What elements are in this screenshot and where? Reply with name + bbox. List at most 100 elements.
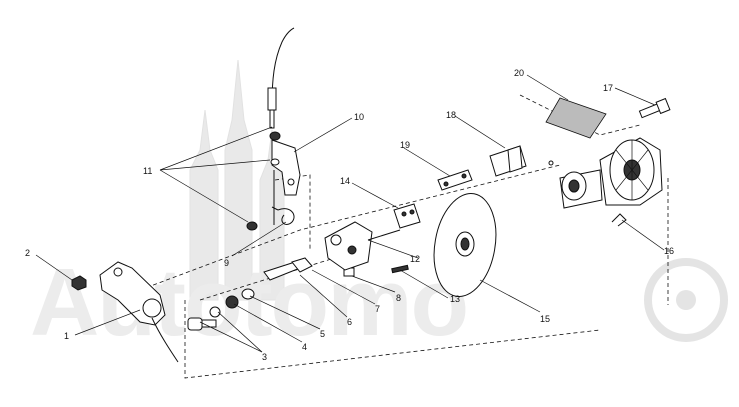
leader-12 xyxy=(367,239,419,259)
part-16-clip xyxy=(611,213,627,227)
leader-11a xyxy=(159,126,273,171)
cable-end xyxy=(269,109,275,129)
bolt-shank xyxy=(201,319,217,328)
guide-bracket xyxy=(274,174,311,250)
callout-6: 6 xyxy=(347,317,352,327)
leader-8 xyxy=(351,275,396,293)
housing-body xyxy=(324,221,373,271)
part-9-spring xyxy=(271,206,295,225)
watermark-wheel xyxy=(644,258,728,342)
callout-8: 8 xyxy=(396,293,401,303)
bracket-18-flange xyxy=(507,145,523,173)
part-15-sheave xyxy=(433,193,497,297)
leader-15 xyxy=(479,279,541,313)
spring-tail xyxy=(271,206,279,211)
cable-ferrule xyxy=(267,87,277,111)
part-4-nut xyxy=(225,295,239,309)
callout-15: 15 xyxy=(540,314,550,324)
watermark-wheel-hub xyxy=(676,290,696,310)
clutch-spider-arms xyxy=(615,140,649,200)
callout-3: 3 xyxy=(262,352,267,362)
part-20-decal xyxy=(545,97,607,139)
part-13-key xyxy=(391,264,409,274)
guide-main-axis xyxy=(139,164,561,291)
leader-20 xyxy=(526,74,569,101)
leader-17 xyxy=(614,87,656,106)
throttle-cable xyxy=(267,27,295,129)
leader-19 xyxy=(403,147,451,177)
callout-18: 18 xyxy=(446,110,456,120)
callout-16: 16 xyxy=(664,246,674,256)
watermark-spire-center xyxy=(224,59,253,301)
nut-middle xyxy=(270,158,280,166)
part-14-block xyxy=(393,203,421,229)
guide-lower xyxy=(184,300,601,379)
guide-decal xyxy=(519,94,641,136)
leader-13 xyxy=(399,269,449,299)
callout-17: 17 xyxy=(603,83,613,93)
bracket-hole xyxy=(287,178,295,186)
callout-7: 7 xyxy=(375,304,380,314)
block-hole-1 xyxy=(401,211,407,217)
part-19-plate xyxy=(437,169,473,191)
part-12-housing xyxy=(324,221,401,271)
clutch-collar-bore xyxy=(568,179,580,193)
part-1-lever xyxy=(99,261,179,363)
callout-12: 12 xyxy=(410,254,420,264)
washer xyxy=(209,306,221,318)
callout-2: 2 xyxy=(25,248,30,258)
part-18-bracket xyxy=(489,145,527,177)
lever-boss xyxy=(142,298,162,318)
leader-5 xyxy=(249,295,321,330)
nut-upper xyxy=(269,131,281,141)
part-6-link xyxy=(263,257,313,281)
leader-2 xyxy=(35,254,73,281)
plate-body xyxy=(437,169,473,191)
bolt-head xyxy=(187,317,203,331)
watermark: Autotomo xyxy=(30,59,728,356)
part-5-washer xyxy=(241,288,255,300)
leader-1 xyxy=(74,309,141,336)
callout-labels: 1 2 3 4 5 6 7 8 9 10 11 12 13 14 15 16 1… xyxy=(25,68,674,362)
plate-hole-1 xyxy=(443,181,449,187)
link-end xyxy=(291,257,313,273)
callout-5: 5 xyxy=(320,329,325,339)
part-10-bracket xyxy=(271,139,301,225)
lever-hole-top xyxy=(113,267,123,277)
leader-4 xyxy=(233,303,303,343)
part-3-bolt xyxy=(187,306,221,331)
leader-14 xyxy=(351,182,399,209)
callout-13: 13 xyxy=(450,294,460,304)
leader-3a xyxy=(199,321,263,353)
nut-lower xyxy=(246,221,258,231)
callout-1: 1 xyxy=(64,331,69,341)
callout-20: 20 xyxy=(514,68,524,78)
callout-4: 4 xyxy=(302,342,307,352)
housing-shaft xyxy=(367,229,401,241)
watermark-text: Autotomo xyxy=(30,249,467,356)
leader-11c xyxy=(159,169,249,223)
drive-clutch-assembly xyxy=(548,137,663,209)
housing-screw xyxy=(347,245,357,255)
leader-3b xyxy=(217,311,263,353)
spring-coil xyxy=(277,208,295,225)
part-11-nuts xyxy=(246,131,281,231)
lever-cable xyxy=(151,317,179,363)
leader-6 xyxy=(299,274,348,318)
callout-14: 14 xyxy=(340,176,350,186)
leader-9 xyxy=(231,221,287,257)
cable-line xyxy=(271,27,295,106)
plate-hole-2 xyxy=(461,173,467,179)
assembly-guides xyxy=(139,94,669,379)
leader-18 xyxy=(454,115,506,149)
callout-19: 19 xyxy=(400,140,410,150)
clutch-small-pin xyxy=(548,160,554,166)
leader-lines xyxy=(35,74,665,353)
leader-16 xyxy=(621,219,665,251)
part-17-bolt xyxy=(638,97,671,119)
bolt-17-head xyxy=(655,97,671,115)
callout-11: 11 xyxy=(143,166,152,176)
block-hole-2 xyxy=(409,209,415,215)
